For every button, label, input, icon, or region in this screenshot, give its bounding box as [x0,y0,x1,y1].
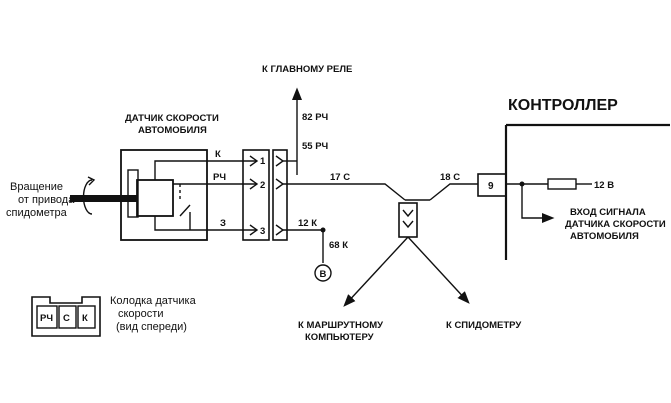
sensor-wire-z [154,216,257,231]
connector-cell-s [58,305,77,329]
wire-82-label: 82 РЧ [302,112,329,123]
pin3-male [249,224,259,236]
connector-cell-s-label: С [63,313,70,324]
wire-12k-junction [320,227,326,233]
drive-shaft [70,195,138,202]
input-signal-arrow [521,184,555,224]
sensor-wire-k [154,160,257,180]
connector-caption-1: Колодка датчика [110,295,197,307]
pin1-male [249,155,259,167]
connector-caption-2: скорости [118,308,163,320]
splice-chevron-1 [402,209,414,218]
input-signal-label-1: ВХОД СИГНАЛА [570,207,646,218]
sensor-wire-rch-label: РЧ [213,172,226,183]
wire-18c [429,183,478,201]
connector-cell-rch-label: РЧ [40,313,53,324]
rotation-label-1: Вращение [10,181,63,193]
pin2-male [249,178,259,190]
wire-18c-label: 18 С [440,172,460,183]
connector-caption-3: (вид спереди) [116,321,187,333]
sensor-title-line2: АВТОМОБИЛЯ [138,125,207,136]
rotation-label-3: спидометра [6,207,68,219]
trip-computer-label-1: К МАРШРУТНОМУ [298,320,383,331]
connector-block-left [242,149,270,241]
splice-block [398,202,418,238]
wire-17c [283,183,406,201]
main-relay-label: К ГЛАВНОМУ РЕЛЕ [262,64,352,75]
sensor-element [136,179,174,217]
wire-68k-label: 68 К [329,240,348,251]
pin-2-label: 2 [260,180,265,191]
speedometer-label: К СПИДОМЕТРУ [446,320,521,331]
wire-12k [283,229,324,263]
input-signal-label-2: ДАТЧИКА СКОРОСТИ [565,219,666,230]
rotation-label-2: от привода [18,194,75,206]
controller-pin-label: 9 [488,181,494,192]
connector-front-view [31,296,101,337]
rotation-arrow-head [87,176,96,186]
connector-cell-k [77,305,96,329]
connector-block-right [272,149,288,241]
wire-55-label: 55 РЧ [302,141,329,152]
connector-cell-rch [36,305,58,329]
sensor-switch-blade [179,204,191,217]
pin1-female [275,155,285,167]
trip-computer-label-2: КОМПЬЮТЕРУ [305,332,374,343]
input-signal-label-3: АВТОМОБИЛЯ [570,231,639,242]
sensor-rotor [127,169,139,218]
connector-cell-k-label: К [82,313,88,324]
wire-12k-label: 12 К [298,218,317,229]
ground-point [314,264,332,282]
sensor-wire-k-label: К [215,149,221,160]
controller-title: КОНТРОЛЛЕР [508,97,618,114]
pin2-female [275,178,285,190]
voltage-12v-label: 12 В [594,180,614,191]
pullup-resistor [547,178,577,190]
splice-chevron-2 [402,220,414,229]
controller-pin-box [477,173,507,197]
rotation-arrow [82,179,93,215]
pin-1-label: 1 [260,156,266,167]
wire-17c-label: 17 С [330,172,350,183]
pin-3-label: 3 [260,226,265,237]
pin3-female [275,224,285,236]
arrow-trip-computer [343,236,409,307]
arrow-speedometer [407,236,470,304]
sensor-title-line1: ДАТЧИК СКОРОСТИ [125,113,219,124]
ground-mark: B [320,269,327,280]
sensor-wire-z-label: З [220,218,226,229]
